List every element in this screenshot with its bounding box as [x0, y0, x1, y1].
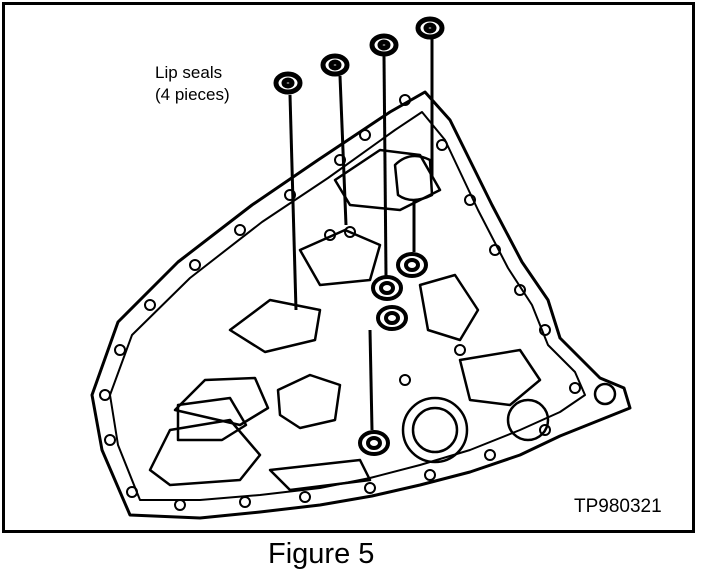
figure-caption: Figure 5 — [268, 538, 375, 570]
callout-line-1: Lip seals — [155, 63, 223, 82]
figure-code: TP980321 — [574, 496, 662, 517]
case-outline — [90, 90, 632, 520]
installation-lines — [288, 38, 434, 431]
lip-seals-exploded — [273, 16, 445, 95]
callout-line-2: (4 pieces) — [155, 85, 230, 104]
installed-seals — [358, 252, 428, 456]
bolt-holes — [99, 94, 581, 511]
lip-seals-callout: Lip seals (4 pieces) — [155, 62, 230, 106]
